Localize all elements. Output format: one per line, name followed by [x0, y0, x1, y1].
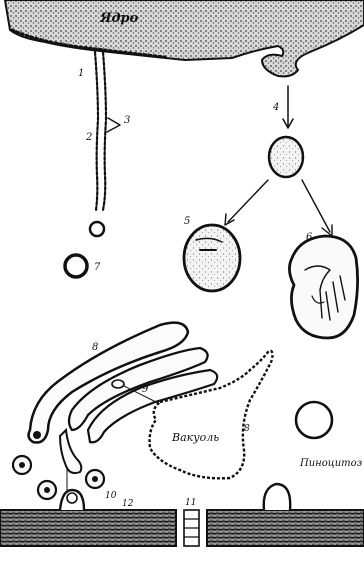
- vesicle-6: 6: [289, 232, 357, 338]
- nucleus: Ядро: [5, 0, 364, 76]
- vacuole-label: Вакуоль: [171, 431, 219, 444]
- arrow-to-4: 4: [272, 86, 293, 128]
- vesicle-4: [269, 137, 303, 177]
- label-12: 12: [122, 499, 134, 509]
- label-4: 4: [272, 102, 279, 113]
- nucleus-label: Ядро: [99, 11, 139, 26]
- pinocytosis-label: Пиноцитоз: [299, 458, 362, 469]
- label-6: 6: [306, 232, 313, 243]
- label-8: 8: [92, 342, 98, 353]
- label-10: 10: [105, 491, 117, 501]
- membrane-gap: [184, 510, 199, 546]
- label-9: 9: [142, 384, 149, 395]
- label-3: 3: [124, 115, 130, 126]
- label-2: 2: [85, 132, 92, 143]
- label-7: 7: [94, 262, 101, 273]
- er-tubule: 1 2 3: [78, 52, 130, 210]
- pinocytotic-vesicle: Пиноцитоз: [296, 402, 362, 469]
- label-11: 11: [185, 498, 196, 508]
- vacuole-number: 8: [244, 424, 250, 434]
- label-5: 5: [184, 216, 190, 227]
- vesicle-5: 5: [184, 216, 240, 291]
- budding-vesicles: 7: [65, 222, 104, 277]
- label-1: 1: [78, 68, 84, 79]
- arrows-to-5-6: [225, 180, 332, 236]
